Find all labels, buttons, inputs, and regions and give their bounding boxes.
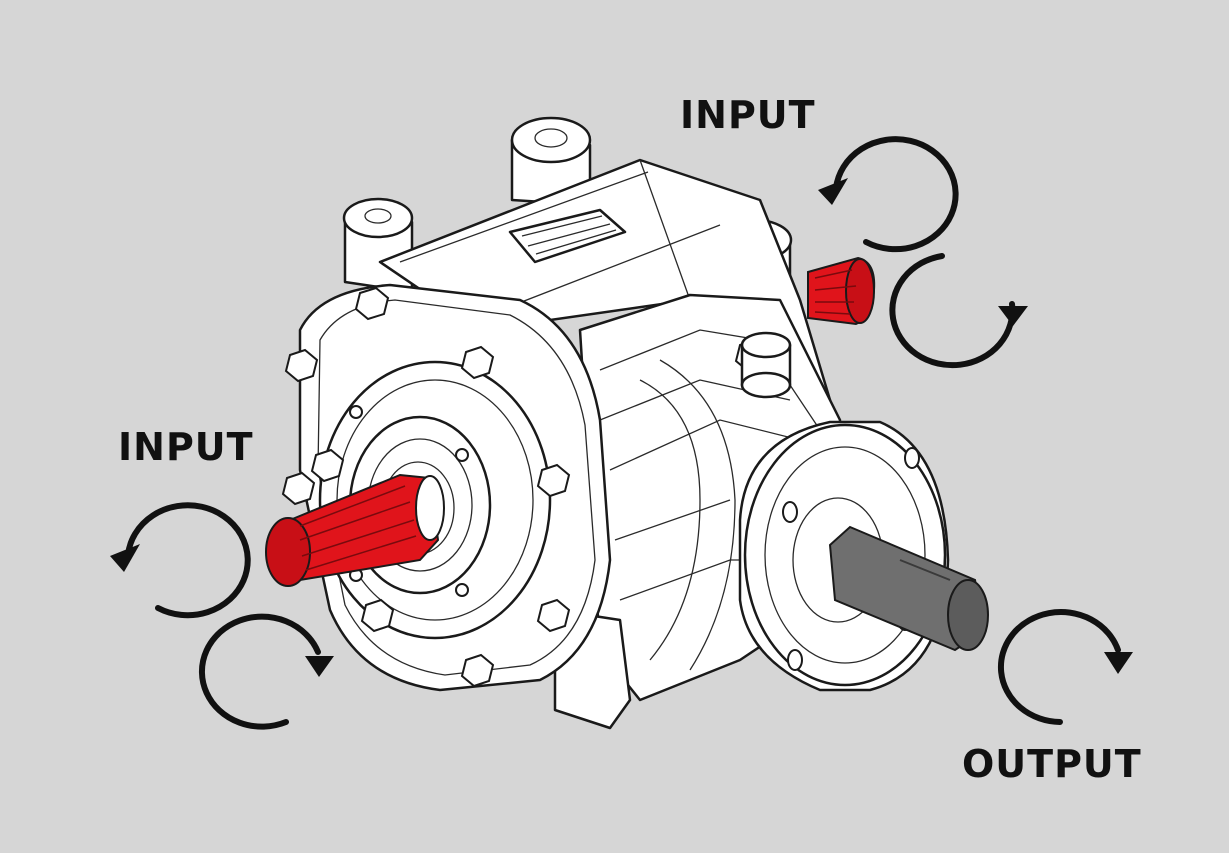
breather-plug <box>740 331 792 399</box>
rear-input-shaft <box>807 256 876 326</box>
rotation-cw-icon <box>998 609 1133 725</box>
rotation-cw-icon <box>198 613 334 730</box>
top-input-label: INPUT <box>680 93 816 137</box>
rotation-cw-icon <box>889 253 1028 369</box>
rotation-ccw-icon <box>818 136 959 253</box>
left-input-label: INPUT <box>118 425 254 469</box>
rotation-ccw-icon <box>110 502 251 619</box>
output-label: OUTPUT <box>962 742 1142 786</box>
output-shaft <box>828 525 989 652</box>
front-input-shaft <box>265 473 445 587</box>
